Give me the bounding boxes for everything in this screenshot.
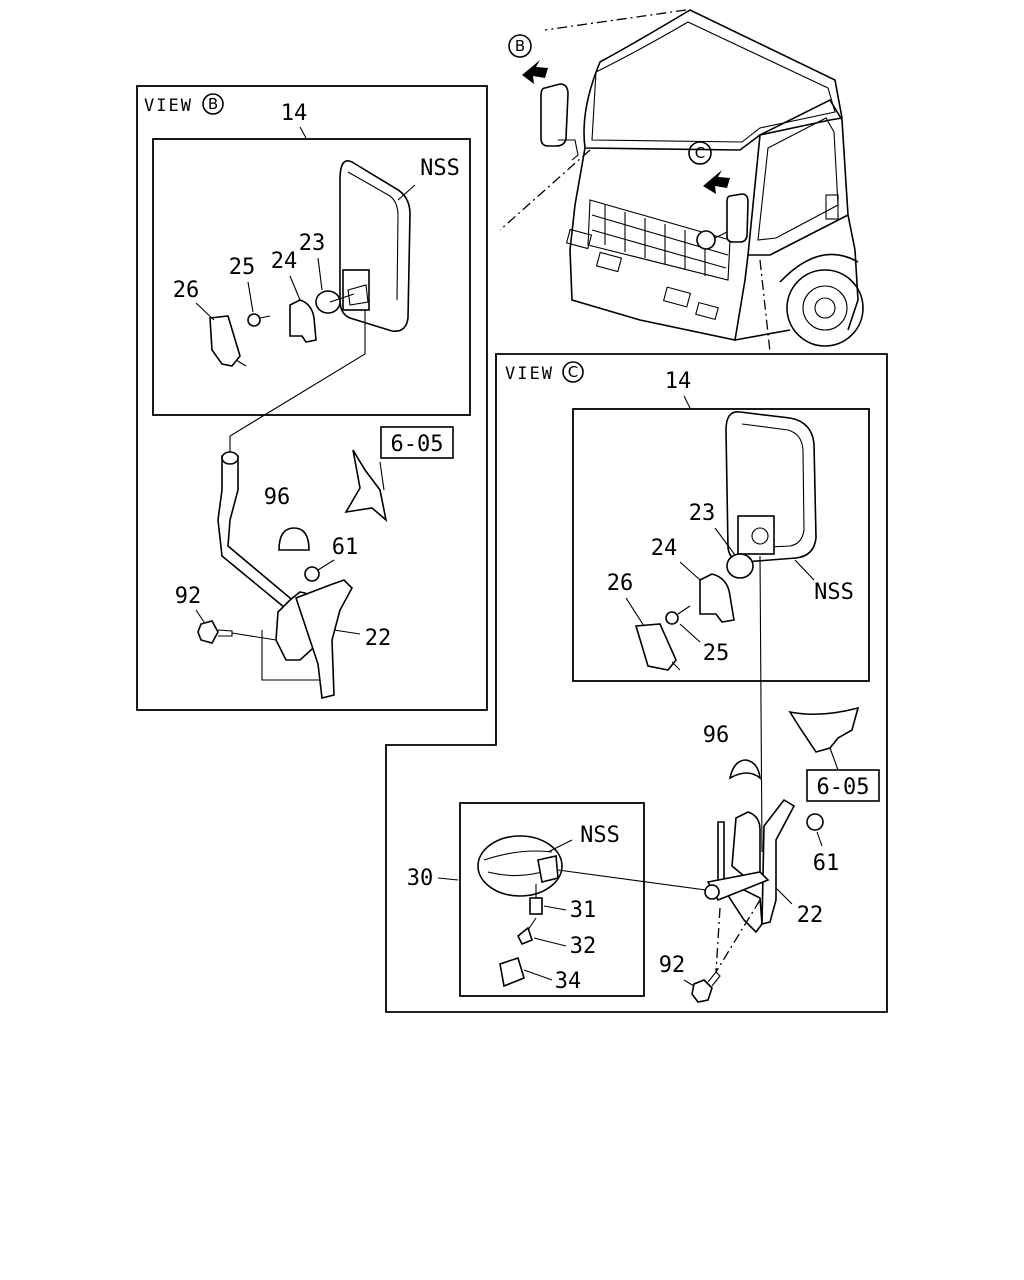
callout-b-25: 25 (229, 255, 256, 280)
callout-c-22: 22 (797, 903, 824, 928)
view-b-frame (136, 85, 488, 711)
callout-c-24: 24 (651, 536, 678, 561)
callout-c-92: 92 (659, 953, 686, 978)
callout-b-23: 23 (299, 231, 326, 256)
view-c-panel: VIEW C 14 NSS 23 24 25 26 (385, 353, 888, 1013)
view-b-title: VIEW (144, 96, 193, 116)
view-b-ref-box (380, 426, 454, 459)
view-b-mirror-box (152, 138, 471, 416)
callout-b-26: 26 (173, 278, 200, 303)
view-c-mirror-box (572, 408, 870, 682)
callout-c-14: 14 (665, 369, 692, 394)
callout-c-34: 34 (555, 969, 582, 994)
callout-b-22: 22 (365, 626, 392, 651)
callout-b-nss: NSS (420, 156, 460, 181)
view-c-marker: C (568, 363, 578, 381)
view-c-frame (385, 353, 888, 1013)
view-c-sub-box (459, 802, 645, 997)
callout-c-25: 25 (703, 641, 730, 666)
callout-b-24: 24 (271, 249, 298, 274)
callout-b-96: 96 (264, 485, 291, 510)
view-b-marker: B (208, 95, 218, 113)
view-b-panel: VIEW B 14 NSS 23 24 25 26 (136, 85, 488, 711)
view-c-title: VIEW (505, 364, 554, 384)
view-b-marker-circle (508, 34, 532, 58)
arrow-b-letter: B (515, 37, 525, 55)
arrow-c-letter: C (695, 144, 705, 162)
callout-b-92: 92 (175, 584, 202, 609)
callout-c-31: 31 (570, 898, 597, 923)
callout-b-61: 61 (332, 535, 359, 560)
view-c-marker-circle (688, 141, 712, 165)
callout-c-32: 32 (570, 934, 597, 959)
callout-c-nss: NSS (814, 580, 854, 605)
callout-b-ref: 6-05 (391, 432, 444, 457)
callout-b-14: 14 (281, 101, 308, 126)
callout-c-23: 23 (689, 501, 716, 526)
view-c-ref-box (806, 769, 880, 802)
callout-c-26: 26 (607, 571, 634, 596)
callout-c-96: 96 (703, 723, 730, 748)
callout-c-ref: 6-05 (817, 775, 870, 800)
callout-c-61: 61 (813, 851, 840, 876)
truck-cab-illustration: B C (499, 9, 864, 353)
callout-c-30: 30 (407, 866, 434, 891)
callout-c-nss2: NSS (580, 823, 620, 848)
